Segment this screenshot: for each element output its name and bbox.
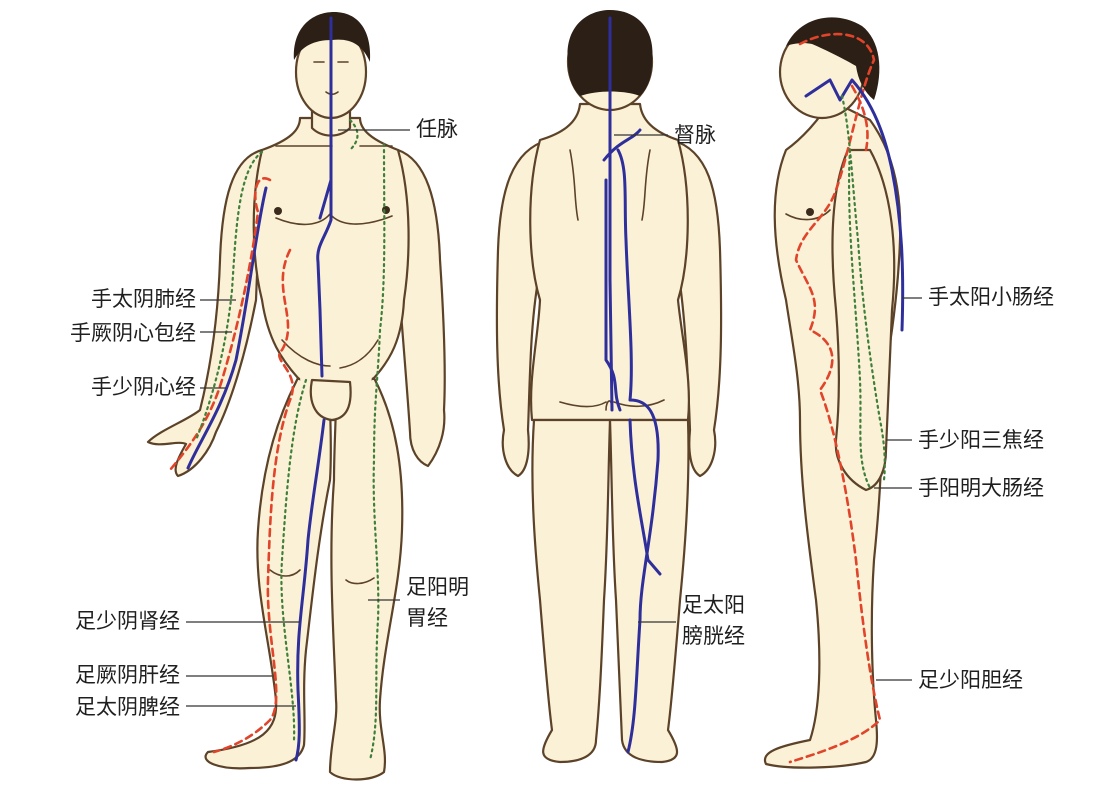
side-arm [832,150,894,490]
label-du-mai: 督脉 [674,123,716,147]
back-right-leg [532,420,610,762]
label-bladder-meridian-line2: 膀胱经 [682,624,745,648]
label-gallbladder-meridian: 足少阳胆经 [918,668,1023,692]
label-lung-meridian: 手太阴肺经 [91,287,196,311]
label-pericardium-meridian: 手厥阴心包经 [70,321,196,345]
label-heart-meridian: 手少阴心经 [91,375,196,399]
label-stomach-meridian-line2: 胃经 [406,606,448,630]
label-ren-mai: 任脉 [416,117,458,141]
label-liver-meridian: 足厥阴肝经 [75,663,180,687]
label-small-intestine-meridian: 手太阳小肠经 [928,285,1054,309]
label-kidney-meridian: 足少阴肾经 [75,609,180,633]
label-large-intestine-meridian: 手阳明大肠经 [918,476,1044,500]
label-sanjiao-meridian: 手少阳三焦经 [918,428,1044,452]
label-bladder-meridian-line1: 足太阳 [682,593,745,617]
side-figure [765,17,903,767]
label-stomach-meridian-line1: 足阳明 [406,575,469,599]
label-spleen-meridian: 足太阴脾经 [75,695,180,719]
front-left-leg [330,378,402,780]
back-left-leg [610,420,689,762]
